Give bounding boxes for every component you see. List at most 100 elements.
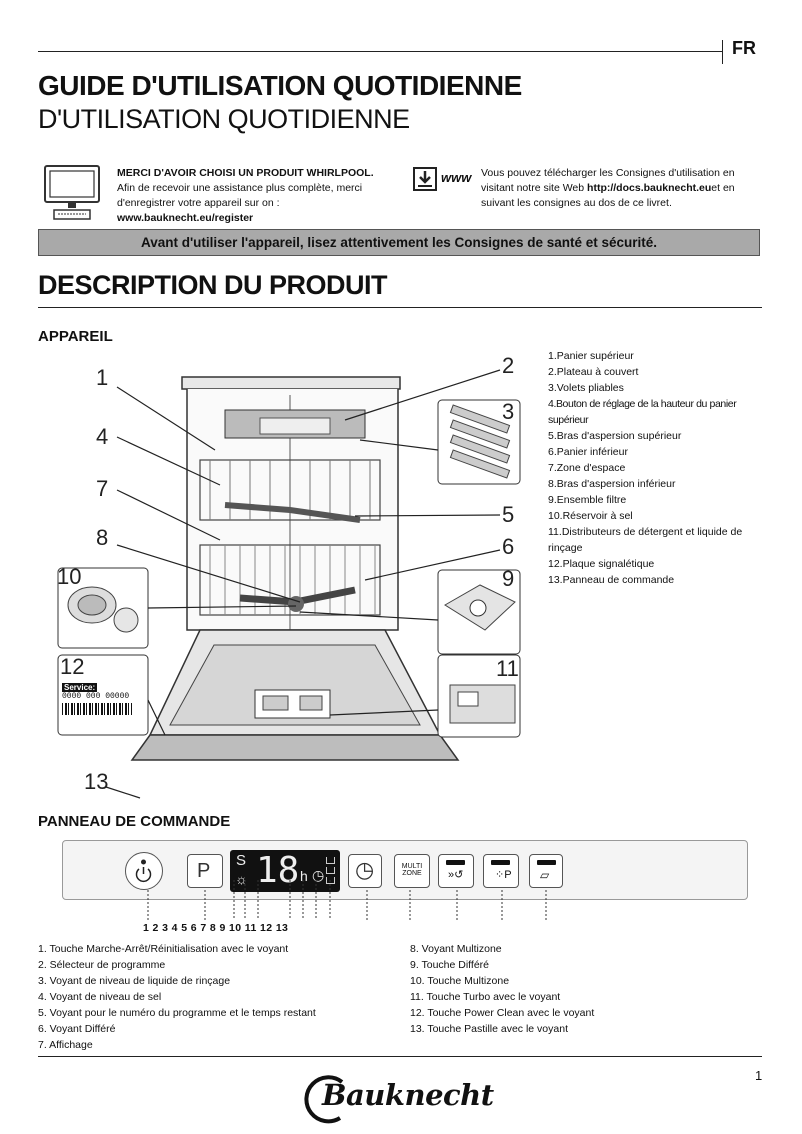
legend-item: 11. Touche Turbo avec le voyant <box>410 991 561 1003</box>
callout-3: 3 <box>502 399 515 424</box>
turbo-button[interactable]: »↺ <box>438 854 474 888</box>
dishwasher-illustration <box>57 369 521 799</box>
footer-rule <box>38 1056 762 1057</box>
display-s: S <box>236 852 247 869</box>
power-clean-icon: ⁘P <box>495 869 512 881</box>
power-clean-button[interactable]: ⁘P <box>483 854 519 888</box>
intro-right: Vous pouvez télécharger les Consignes d'… <box>481 166 763 211</box>
legend-item: 8.Bras d'aspersion inférieur <box>548 478 676 490</box>
power-button[interactable] <box>125 852 163 890</box>
legend-item: 9.Ensemble filtre <box>548 494 627 506</box>
callout-13: 13 <box>84 769 109 794</box>
display-h: h <box>300 868 308 884</box>
delay-button[interactable]: ◷ <box>348 854 382 888</box>
legend-item: 3.Volets pliables <box>548 382 624 394</box>
delay-icon: ◷ <box>312 867 325 883</box>
callout-11: 11 <box>496 656 519 681</box>
callout-8: 8 <box>96 525 109 550</box>
legend-item: 1. Touche Marche-Arrêt/Réinitialisation … <box>38 943 289 955</box>
turbo-icon: »↺ <box>448 869 464 881</box>
callout-12: 12 <box>60 654 85 679</box>
panel-leader-lines <box>147 880 547 920</box>
page-title: GUIDE D'UTILISATION QUOTIDIENNE <box>38 70 522 101</box>
panel-index-numbers: 1 2 3 4 5 6 7 8 9 10 11 12 13 <box>143 922 289 934</box>
sun-icon: ☼ <box>235 871 248 887</box>
turbo-led <box>446 860 465 865</box>
tablet-button[interactable]: ▱ <box>529 854 563 888</box>
legend-item: 10. Touche Multizone <box>410 975 510 987</box>
intro-right-text-2: et en suivant les consignes au dos de ce… <box>481 182 735 209</box>
legend-item: 1.Panier supérieur <box>548 350 634 362</box>
legend-item: 2. Sélecteur de programme <box>38 959 166 971</box>
callout-6: 6 <box>502 534 515 559</box>
program-selector-button[interactable]: P <box>187 854 223 888</box>
intro-right-text-1: Vous pouvez télécharger les Consignes d'… <box>481 167 735 194</box>
callout-10: 10 <box>57 564 82 589</box>
intro-left-bold: MERCI D'AVOIR CHOISI UN PRODUIT WHIRLPOO… <box>117 167 374 179</box>
legend-item: 7.Zone d'espace <box>548 462 626 474</box>
appliance-legend: 1.Panier supérieur 2.Plateau à couvert 3… <box>548 348 763 588</box>
legend-item: 11.Distributeurs de détergent et liquide… <box>548 526 743 554</box>
callout-2: 2 <box>502 353 515 378</box>
legend-item: 4.Bouton de réglage de la hauteur du pan… <box>548 398 737 426</box>
service-label: Service: <box>62 683 98 692</box>
safety-warning-banner: Avant d'utiliser l'appareil, lisez atten… <box>38 229 760 256</box>
tablet-icon: ▱ <box>540 868 550 882</box>
multizone-label-2: ZONE <box>402 870 422 877</box>
header-rule <box>38 51 722 52</box>
tablet-led <box>537 860 556 865</box>
docs-link[interactable]: http://docs.bauknecht.eu <box>587 182 712 194</box>
panel-legend-left: 1. Touche Marche-Arrêt/Réinitialisation … <box>38 941 378 1053</box>
callout-7: 7 <box>96 476 109 501</box>
legend-item: 5. Voyant pour le numéro du programme et… <box>38 1007 316 1019</box>
download-www-icon: www <box>412 166 474 192</box>
legend-item: 4. Voyant de niveau de sel <box>38 991 162 1003</box>
panel-title: PANNEAU DE COMMANDE <box>38 813 231 830</box>
power-icon <box>135 859 152 883</box>
control-panel: P S ☼ 18 h ◷ ◷ MULTI ZONE »↺ ⁘P ▱ <box>62 840 748 900</box>
service-number: 0000 000 00000 <box>62 692 130 701</box>
brand-name: Bauknecht <box>322 1078 494 1112</box>
callout-5: 5 <box>502 502 515 527</box>
program-label: P <box>197 860 211 882</box>
brand-swoosh-icon <box>304 1075 344 1124</box>
panel-legend-right: 8. Voyant Multizone 9. Touche Différé 10… <box>410 941 760 1037</box>
legend-item: 5.Bras d'aspersion supérieur <box>548 430 682 442</box>
legend-item: 3. Voyant de niveau de liquide de rinçag… <box>38 975 231 987</box>
legend-item: 13.Panneau de commande <box>548 574 675 586</box>
legend-item: 6.Panier inférieur <box>548 446 628 458</box>
multizone-indicator <box>326 857 335 887</box>
legend-item: 12. Touche Power Clean avec le voyant <box>410 1007 595 1019</box>
legend-item: 8. Voyant Multizone <box>410 943 502 955</box>
language-tag: FR <box>732 38 756 58</box>
intro-left-text: Afin de recevoir une assistance plus com… <box>117 182 363 209</box>
header-divider <box>722 40 723 64</box>
register-link[interactable]: www.bauknecht.eu/register <box>117 212 254 224</box>
callout-9: 9 <box>502 566 515 591</box>
callout-4: 4 <box>96 424 109 449</box>
barcode <box>62 703 132 715</box>
legend-item: 7. Affichage <box>38 1039 93 1051</box>
display: S ☼ 18 h ◷ <box>230 850 340 892</box>
legend-item: 2.Plateau à couvert <box>548 366 639 378</box>
page-subtitle: D'UTILISATION QUOTIDIENNE <box>38 104 410 134</box>
legend-item: 10.Réservoir à sel <box>548 510 633 522</box>
www-label: www <box>441 170 472 185</box>
section-rule <box>38 307 762 308</box>
intro-left: MERCI D'AVOIR CHOISI UN PRODUIT WHIRLPOO… <box>117 166 387 226</box>
legend-item: 9. Touche Différé <box>410 959 489 971</box>
legend-item: 12.Plaque signalétique <box>548 558 655 570</box>
section-title-description: DESCRIPTION DU PRODUIT <box>38 270 388 300</box>
appliance-title: APPAREIL <box>38 328 113 345</box>
computer-icon <box>44 165 100 220</box>
multizone-button[interactable]: MULTI ZONE <box>394 854 430 888</box>
download-icon <box>413 167 437 191</box>
power-clean-led <box>491 860 510 865</box>
multizone-label-1: MULTI <box>401 863 423 870</box>
brand-logo: Bauknecht <box>300 1074 500 1124</box>
display-digits: 18 <box>256 850 300 891</box>
delay-clock-icon: ◷ <box>355 857 375 882</box>
legend-item: 6. Voyant Différé <box>38 1023 116 1035</box>
legend-item: 13. Touche Pastille avec le voyant <box>410 1023 568 1035</box>
callout-1: 1 <box>96 365 109 390</box>
